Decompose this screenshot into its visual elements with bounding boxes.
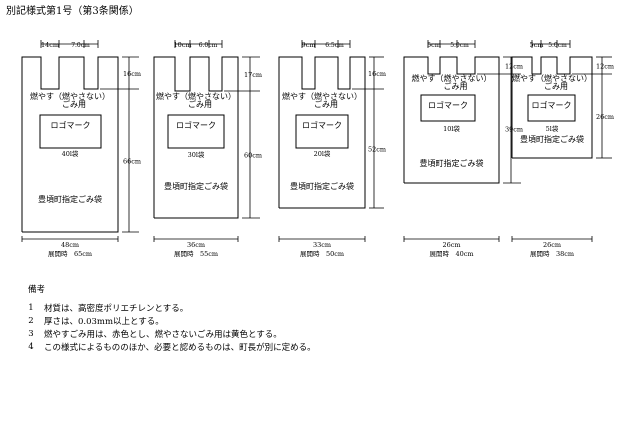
top-width-label: 5cm xyxy=(530,41,544,49)
bag-use-label: ごみ用 xyxy=(444,81,468,91)
spread-label: 展開時 40cm xyxy=(429,250,473,258)
height-label: 60cm xyxy=(244,152,262,160)
logo-box xyxy=(527,94,576,122)
bag-use-label: ごみ用 xyxy=(544,81,568,91)
bag-size-label: 20l袋 xyxy=(314,149,331,158)
note-item: 4 この様式によるもののほか、必要と認めるものは、町長が別に定める。 xyxy=(18,340,316,353)
logo-label: ロゴマーク xyxy=(176,120,216,130)
designation-label: 豊頃町指定ごみ袋 xyxy=(164,181,228,191)
bag-use-label: ごみ用 xyxy=(188,99,212,109)
logo-label: ロゴマーク xyxy=(532,100,572,110)
top-gap-label: 6.0cm xyxy=(199,42,218,49)
height-label: 66cm xyxy=(123,158,141,166)
note-number: 2 xyxy=(28,315,34,326)
bag-use-label: ごみ用 xyxy=(314,99,338,109)
note-item: 1 材質は、高密度ポリエチレンとする。 xyxy=(18,301,316,314)
logo-box xyxy=(39,114,102,149)
bag-use-label: ごみ用 xyxy=(62,99,86,109)
bag-size-label: 5l袋 xyxy=(546,124,559,133)
width-label: 33cm xyxy=(313,241,331,249)
top-width-label: 9cm xyxy=(302,41,316,49)
note-text: 厚さは、0.03mm以上とする。 xyxy=(44,316,164,327)
note-text: 材質は、高密度ポリエチレンとする。 xyxy=(44,303,189,314)
spread-label: 展開時 38cm xyxy=(530,250,574,258)
handle-height-label: 16cm xyxy=(368,70,386,78)
logo-label: ロゴマーク xyxy=(51,120,91,130)
note-item: 2 厚さは、0.03mm以上とする。 xyxy=(18,314,316,327)
bag-type-label: 燃やす（燃やさない） xyxy=(282,91,362,101)
page-title: 別記様式第1号（第3条関係） xyxy=(6,6,139,17)
spread-label: 展開時 50cm xyxy=(300,250,344,258)
width-label: 26cm xyxy=(543,241,561,249)
logo-box xyxy=(420,94,476,122)
height-label: 26cm xyxy=(596,113,614,121)
designation-label: 豊頃町指定ごみ袋 xyxy=(520,134,584,144)
bag-type-label: 燃やす（燃やさない） xyxy=(30,91,110,101)
logo-label: ロゴマーク xyxy=(302,120,342,130)
width-label: 48cm xyxy=(61,241,79,249)
bag-size-label: 10l袋 xyxy=(443,124,460,133)
handle-height-label: 17cm xyxy=(244,71,262,79)
note-item: 3 燃やすごみ用は、赤色とし、燃やさないごみ用は黄色とする。 xyxy=(18,327,316,340)
top-gap-label: 5.0cm xyxy=(450,42,469,49)
designation-label: 豊頃町指定ごみ袋 xyxy=(38,194,102,204)
designation-label: 豊頃町指定ごみ袋 xyxy=(420,158,484,168)
bag-outline xyxy=(511,56,593,159)
bag-outline xyxy=(21,56,119,233)
top-gap-label: 5.0cm xyxy=(548,42,567,49)
bag-size-label: 30l袋 xyxy=(188,150,205,159)
designation-label: 豊頃町指定ごみ袋 xyxy=(290,181,354,191)
spread-label: 展開時 55cm xyxy=(174,250,218,258)
bag-type-label: 燃やす（燃やさない） xyxy=(512,73,592,83)
spread-label: 展開時 65cm xyxy=(48,250,92,258)
top-width-label: 14cm xyxy=(41,41,59,49)
note-number: 4 xyxy=(28,341,34,352)
width-label: 36cm xyxy=(187,241,205,249)
notes-heading: 備考 xyxy=(28,285,46,295)
height-label: 52cm xyxy=(368,146,386,154)
width-label: 26cm xyxy=(442,241,460,249)
note-number: 3 xyxy=(28,328,34,339)
height-label: 39cm xyxy=(505,126,523,134)
bag-outline xyxy=(153,56,239,219)
top-width-label: 10cm xyxy=(173,41,191,49)
bag-size-label: 40l袋 xyxy=(62,149,79,158)
bag-type-label: 燃やす（燃やさない） xyxy=(412,73,492,83)
note-number: 1 xyxy=(28,302,34,313)
handle-height-label: 12cm xyxy=(596,63,614,71)
bag-type-label: 燃やす（燃やさない） xyxy=(156,91,236,101)
top-width-label: 5cm xyxy=(427,41,441,49)
bag-outline xyxy=(403,56,500,184)
logo-box xyxy=(295,114,349,149)
bag-outline xyxy=(278,56,366,209)
top-gap-label: 7.0cm xyxy=(71,42,90,49)
top-gap-label: 6.5cm xyxy=(325,42,344,49)
note-text: この様式によるもののほか、必要と認めるものは、町長が別に定める。 xyxy=(44,342,316,353)
logo-label: ロゴマーク xyxy=(428,100,468,110)
handle-height-label: 16cm xyxy=(123,70,141,78)
handle-height-label: 12cm xyxy=(505,63,523,71)
logo-box xyxy=(167,114,225,149)
note-text: 燃やすごみ用は、赤色とし、燃やさないごみ用は黄色とする。 xyxy=(44,329,282,340)
